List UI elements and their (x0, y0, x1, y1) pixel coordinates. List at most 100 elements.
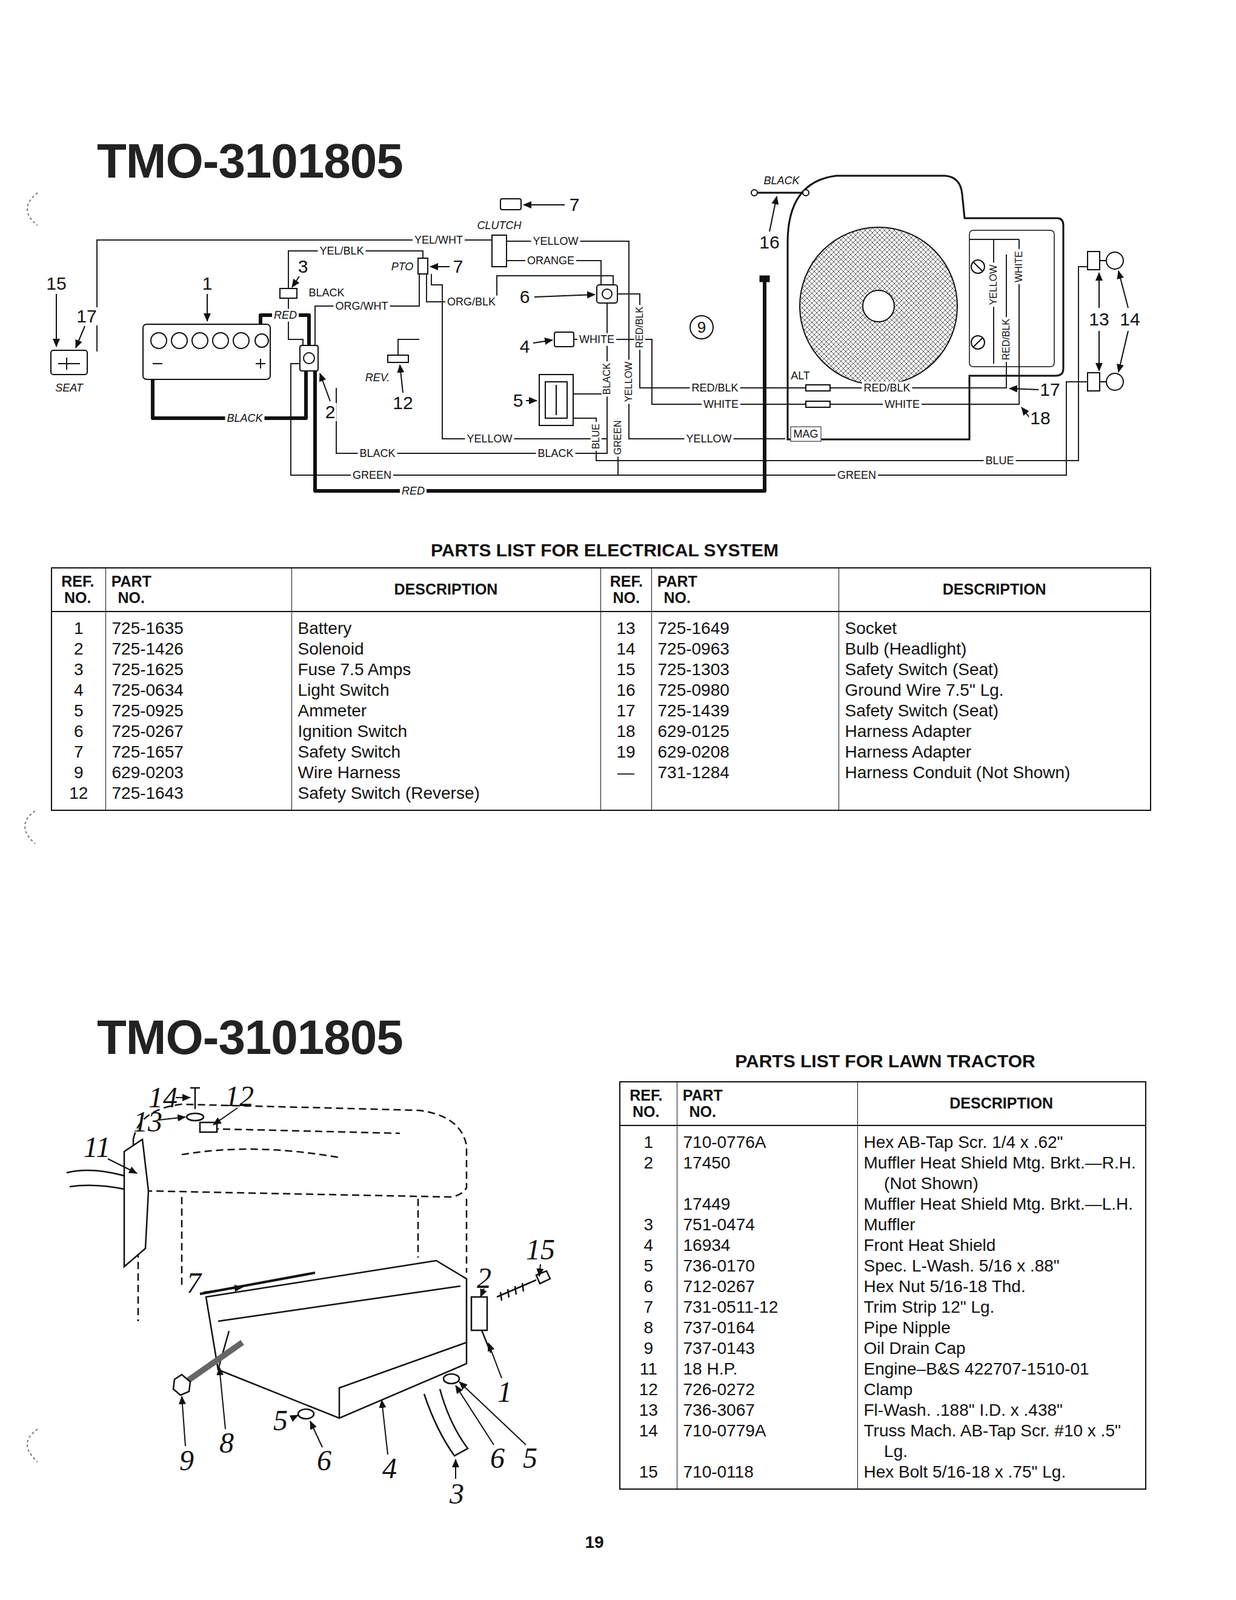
illustration-leaders (539, 1263, 541, 1276)
components (299, 345, 319, 371)
header-text: REF. NO. (604, 573, 649, 607)
illustration-leaders (488, 1342, 502, 1378)
part-row: 14710-0779ATruss Mach. AB-Tap Scr. #10 x… (619, 1420, 1146, 1462)
empty-cell (651, 782, 839, 811)
engine-outline (971, 335, 985, 349)
components (50, 350, 88, 375)
wire-color-label: WHITE (701, 398, 741, 411)
callout-number: 7 (451, 257, 465, 276)
part-row: 8737-0164Pipe Nipple (619, 1317, 1146, 1338)
part-row: 12725-1643Safety Switch (Reverse) (51, 782, 1151, 811)
ref-number: 1 (51, 611, 106, 639)
ref-number: 13 (600, 611, 652, 639)
engine-illustration (186, 1113, 204, 1121)
part-description: Ammeter (291, 700, 601, 721)
engine-outline (799, 227, 958, 385)
part-number: 731-0511-12 (676, 1296, 858, 1318)
terminal-label: MAG (790, 426, 821, 442)
engine-illustration (481, 1329, 491, 1353)
part-description: Socket (838, 611, 1151, 639)
header-cell: REF. NO. (619, 1081, 677, 1126)
table-body: REF. NO.PART NO.DESCRIPTION1710-0776AHex… (619, 1081, 1146, 1489)
part-description: Solenoid (291, 638, 601, 660)
part-number: 629-0125 (651, 721, 839, 742)
part-number: 710-0779A (676, 1420, 858, 1462)
part-number: 725-0925 (105, 700, 292, 721)
callout-number: 2 (476, 1263, 492, 1293)
callout-number: 15 (525, 1234, 555, 1264)
part-description: Fuse 7.5 Amps (291, 659, 601, 680)
leader-arrows (523, 204, 565, 206)
part-row: 1118 H.P.Engine–B&S 422707-1510-01 (619, 1358, 1146, 1379)
ref-number: 18 (600, 721, 652, 742)
model-title: TMO-3101805 (96, 1013, 403, 1062)
part-number: 629-0203 (105, 762, 292, 783)
engine-illustration (173, 1374, 191, 1395)
part-row: 6712-0267Hex Nut 5/16-18 Thd. (619, 1275, 1146, 1297)
callout-number: 11 (83, 1132, 111, 1162)
callout-number: 9 (179, 1445, 194, 1475)
components (500, 198, 522, 210)
wire-color-label: GREEN (835, 468, 878, 482)
components (1087, 251, 1100, 270)
engine-illustration (471, 1296, 488, 1330)
illustration-leaders (459, 1381, 526, 1445)
callout-number: 6 (518, 287, 532, 306)
part-number: 17450 (676, 1152, 858, 1194)
engine-illustration (443, 1373, 460, 1384)
engine-outline (751, 189, 758, 196)
part-number: 725-0963 (651, 638, 839, 660)
illustration-leaders (203, 1286, 243, 1292)
wire-color-label: GREEN (612, 418, 624, 457)
header-cell: PART NO. (651, 567, 839, 612)
part-description: Pipe Nipple (857, 1317, 1146, 1338)
callout-number: 3 (449, 1478, 465, 1509)
table-body: REF. NO.PART NO.DESCRIPTIONREF. NO.PART … (51, 567, 1151, 811)
wires (336, 302, 608, 454)
callout-number: 13 (1087, 310, 1110, 329)
wire-color-label: YELLOW (684, 432, 734, 446)
illustration-leaders (381, 1399, 388, 1455)
part-row: 2725-1426Solenoid14725-0963Bulb (Headlig… (51, 638, 1151, 660)
leader-arrows (1118, 330, 1129, 373)
wires (573, 339, 832, 405)
wires (290, 363, 1088, 476)
electrical-parts-table: REF. NO.PART NO.DESCRIPTIONREF. NO.PART … (50, 567, 1152, 811)
header-cell: REF. NO. (600, 567, 652, 612)
wire-label: SEAT (53, 381, 85, 395)
header-cell: REF. NO. (51, 567, 106, 612)
part-row: 1710-0776AHex AB-Tap Scr. 1/4 x .62" (619, 1125, 1146, 1153)
engine-illustration (124, 1139, 149, 1267)
components (1106, 252, 1124, 270)
leader-arrows (206, 293, 208, 322)
wire-label: PTO (389, 260, 416, 274)
ref-number: 2 (51, 638, 106, 660)
wires (969, 238, 1020, 240)
ref-number: 5 (51, 700, 106, 721)
part-number: 725-0267 (105, 721, 292, 742)
wire-color-label: WHITE (1013, 249, 1025, 285)
punch-marks (24, 810, 36, 844)
part-description: Clamp (857, 1378, 1146, 1400)
components (142, 324, 271, 380)
part-description: Harness Conduit (Not Shown) (838, 762, 1151, 783)
part-description: Harness Adapter (838, 741, 1151, 763)
illustration-leaders (292, 1414, 299, 1418)
part-row: 13736-3067Fl-Wash. .188" I.D. x .438" (619, 1399, 1146, 1421)
leader-arrows (319, 373, 331, 402)
callout-number: 17 (75, 307, 98, 326)
part-row: 217450Muffler Heat Shield Mtg. Brkt.—R.H… (619, 1152, 1146, 1194)
leader-arrows (1009, 388, 1040, 390)
callout-number: 5 (511, 391, 525, 410)
callout-number: 14 (1118, 310, 1141, 329)
wire-label: BLACK (761, 174, 801, 188)
part-row: 5736-0170Spec. L-Wash. 5/16 x .88" (619, 1255, 1146, 1276)
part-description: Fl-Wash. .188" I.D. x .438" (857, 1399, 1146, 1421)
leader-arrows (56, 196, 1129, 419)
ref-number: 15 (619, 1461, 677, 1489)
leader-arrows (525, 399, 537, 402)
part-description: Spec. L-Wash. 5/16 x .88" (857, 1255, 1146, 1276)
ref-number: 16 (600, 679, 652, 701)
header-text: REF. NO. (55, 573, 100, 607)
